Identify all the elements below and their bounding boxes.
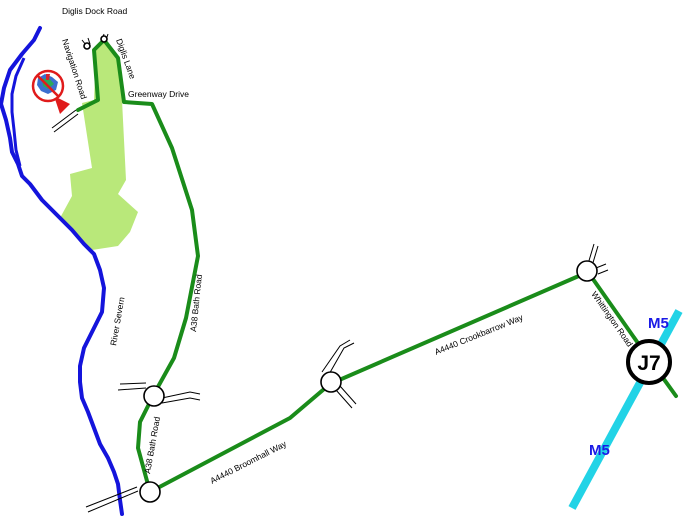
label-a38-bath-road-lower: A38 Bath Road bbox=[142, 416, 162, 475]
river-severn-branch bbox=[10, 57, 26, 167]
label-m5-lower: M5 bbox=[589, 442, 610, 459]
label-a38-bath-road-upper: A38 Bath Road bbox=[188, 274, 204, 333]
label-greenway-drive: Greenway Drive bbox=[128, 89, 189, 99]
label-diglis-dock-road: Diglis Dock Road bbox=[62, 6, 127, 16]
junction-j7-label: J7 bbox=[637, 352, 660, 375]
roundabout-icon bbox=[143, 385, 165, 407]
park-area bbox=[60, 40, 138, 250]
river-severn bbox=[0, 26, 124, 516]
marker-slash bbox=[36, 74, 60, 98]
roundabout-icon bbox=[139, 481, 161, 503]
junction-j7-circle bbox=[626, 339, 672, 385]
roundabout-icon bbox=[320, 371, 342, 393]
route-line bbox=[76, 38, 678, 494]
roundabout-icon bbox=[576, 260, 598, 282]
roundabout-icon bbox=[83, 42, 91, 50]
roundabouts bbox=[83, 35, 598, 503]
label-m5-upper: M5 bbox=[648, 315, 669, 332]
label-whittington-road: Whittington Road bbox=[589, 289, 635, 348]
marker-pointer bbox=[54, 96, 70, 114]
marker-emblem-red bbox=[46, 74, 50, 80]
roundabout-icon bbox=[100, 35, 108, 43]
marker-emblem-accent bbox=[42, 78, 54, 89]
side-road-stubs bbox=[51, 33, 609, 513]
label-river-severn: River Severn bbox=[108, 296, 126, 346]
label-a4440-broomhall-way: A4440 Broomhall Way bbox=[208, 438, 288, 486]
location-marker-icon bbox=[31, 69, 70, 114]
